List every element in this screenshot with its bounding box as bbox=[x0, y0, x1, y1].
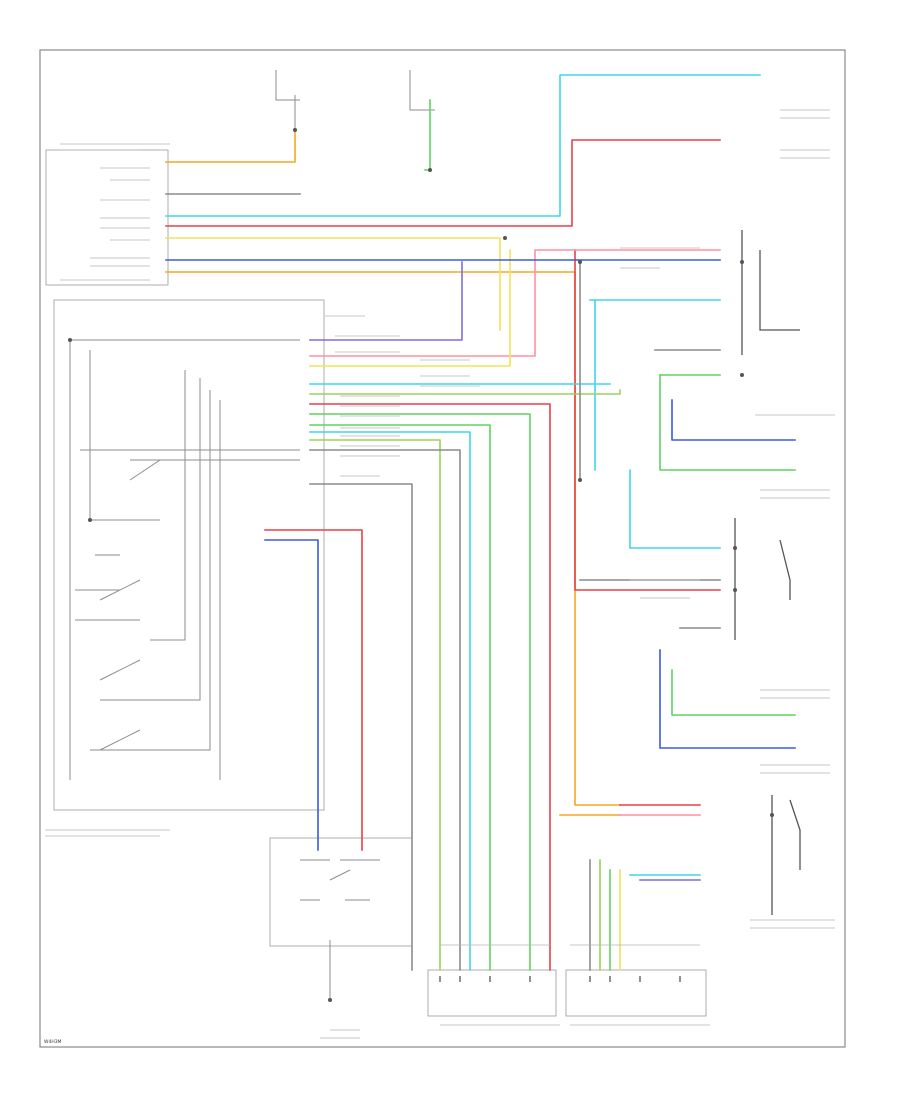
corner-code: W4H3M bbox=[44, 1039, 62, 1045]
right-side-labels bbox=[750, 109, 835, 929]
wire-lime bbox=[309, 389, 621, 971]
wire-label-ticks bbox=[45, 247, 710, 1039]
front-left-window-motor bbox=[427, 969, 557, 1017]
door-lock-switch-box bbox=[269, 837, 413, 947]
door-lock-switch-contacts bbox=[300, 859, 380, 1000]
junction-dots bbox=[68, 128, 774, 1002]
motor-pins bbox=[439, 976, 681, 982]
wire-cyan-lower bbox=[309, 383, 701, 971]
main-power-window-switch bbox=[53, 299, 325, 811]
wire-gray bbox=[165, 193, 721, 971]
wire-orange bbox=[165, 129, 621, 816]
wire-pink bbox=[309, 249, 721, 816]
front-right-window-motor bbox=[565, 969, 707, 1017]
wire-cyan bbox=[165, 74, 761, 549]
main-switch-contacts bbox=[69, 339, 300, 780]
wire-yellow bbox=[165, 237, 621, 971]
top-fuse-lines bbox=[275, 70, 435, 130]
main-switch-top-connector bbox=[45, 149, 169, 286]
wire-green bbox=[309, 99, 796, 971]
main-switch-top-labels bbox=[60, 143, 170, 281]
right-connectors bbox=[734, 230, 801, 915]
wire-blue bbox=[165, 259, 796, 851]
diagram-frame bbox=[39, 49, 846, 1048]
wire-violet bbox=[309, 261, 701, 881]
wire-red bbox=[165, 139, 721, 971]
